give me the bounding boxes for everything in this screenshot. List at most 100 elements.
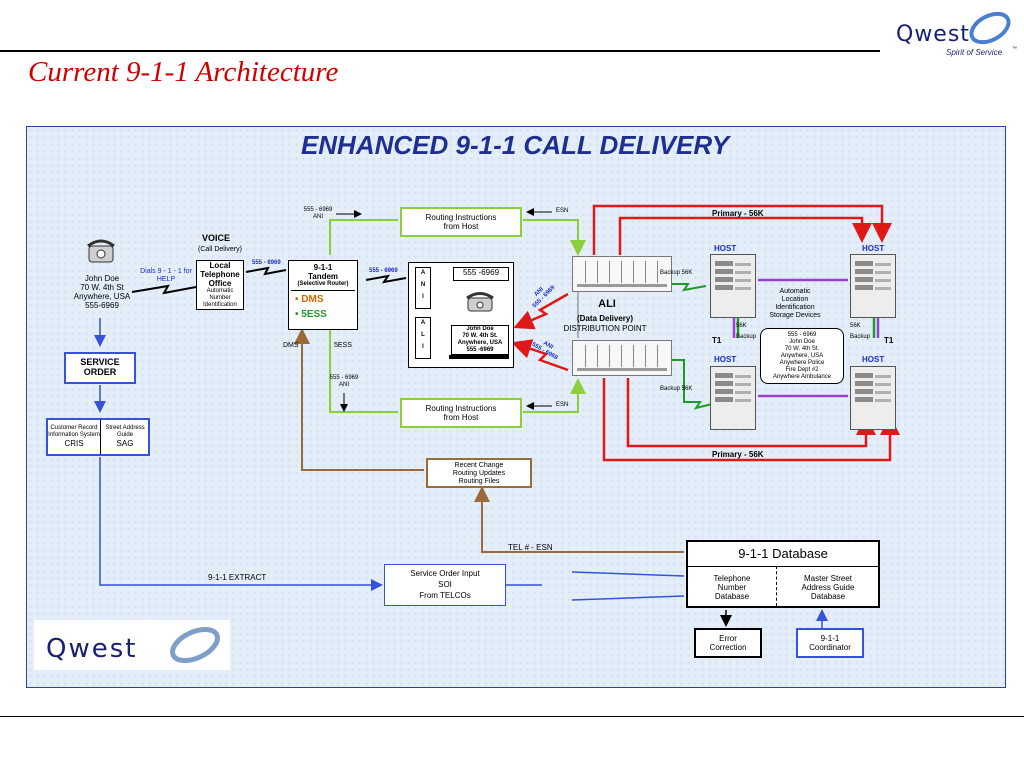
- local-telephone-office: Local Telephone Office Automatic Number …: [196, 260, 244, 310]
- ani-bottom-label: 555 - 6969 ANI: [326, 375, 362, 389]
- ali-display-line1: John Doe: [466, 326, 494, 332]
- ali-display-line4: 555 -6969: [466, 347, 494, 353]
- lto-line2: Telephone: [200, 270, 240, 279]
- caller-address1: 70 W. 4th St: [80, 283, 124, 292]
- tandem-line1: 9-1-1: [313, 263, 333, 272]
- logo-swoosh-icon: [969, 11, 1011, 45]
- ali-letter-l: L: [421, 332, 425, 338]
- storage-record: 555 - 6969 John Doe 70 W. 4th St. Anywhe…: [760, 328, 844, 384]
- sag-small2: Guide: [116, 432, 133, 438]
- error-correction-box: Error Correction: [694, 628, 762, 658]
- ali-sub2: DISTRIBUTION POINT: [563, 324, 647, 333]
- k56-right-label: 56K: [850, 323, 861, 329]
- psap-console: A N I A L I 555 -6969 John Doe 70 W. 4th…: [408, 262, 514, 368]
- backup-right-label: Backup: [850, 334, 871, 340]
- routing-instructions-top: Routing Instructions from Host: [400, 207, 522, 237]
- error-line1: Error: [719, 634, 737, 643]
- dial-label: Dials 9 - 1 - 1 for HELP: [140, 268, 192, 283]
- lto-tandem-number: 555 - 6969: [252, 260, 281, 266]
- caller-info: John Doe 70 W. 4th St Anywhere, USA 555-…: [62, 274, 142, 310]
- host-server-bottom-right: [850, 366, 896, 430]
- call-delivery-label: (Call Delivery): [198, 246, 242, 253]
- top-rule: [0, 50, 880, 52]
- caller-name: John Doe: [84, 274, 120, 283]
- qwest-logo-top: Qwest Spirit of Service ™: [888, 8, 1018, 64]
- slide-title: Current 9-1-1 Architecture: [28, 56, 339, 88]
- database-box: 9-1-1 Database Telephone Number Database…: [686, 540, 880, 608]
- record-line2: John Doe: [789, 339, 815, 345]
- primary-top-outer-line: [592, 204, 892, 255]
- ani-bottom-number: 555 - 6969: [329, 375, 359, 381]
- logo-tagline: Spirit of Service: [946, 48, 1003, 57]
- tandem-dms: • DMS: [295, 294, 324, 305]
- ani-display: 555 -6969: [453, 267, 509, 281]
- primary-bottom-label: Primary - 56K: [712, 450, 764, 459]
- t1-left-label: T1: [712, 336, 722, 345]
- tandem-router: 9-1-1 Tandem (Selective Router) • DMS • …: [288, 260, 358, 330]
- tn-line1: Telephone: [713, 574, 751, 583]
- qwest-logo-bottom: Qwest: [34, 620, 230, 670]
- ali-display: John Doe 70 W. 4th St. Anywhere, USA 555…: [451, 325, 509, 355]
- routing-bottom-line1: Routing Instructions: [425, 404, 497, 413]
- ali-sub1: (Data Delivery): [576, 314, 634, 323]
- cris-cell: Customer Record Information System CRIS: [48, 420, 101, 454]
- cris-small2: Information System: [48, 432, 100, 438]
- lto-line3: Office: [208, 279, 232, 288]
- msag-line2: Address Guide: [801, 583, 855, 592]
- esn-bottom-label: ESN: [556, 402, 569, 408]
- ali-panel: A L I: [415, 317, 431, 359]
- tn-database: Telephone Number Database: [688, 574, 776, 601]
- host-server-bottom-left: [710, 366, 756, 430]
- telephone-icon: [87, 239, 115, 263]
- storage-line2: Location: [781, 296, 809, 303]
- ani-bottom-text: ANI: [338, 382, 349, 388]
- storage-label: Automatic Location Identification Storag…: [760, 288, 830, 320]
- tandem-line3: (Selective Router): [297, 281, 349, 287]
- host-server-top-right: [850, 254, 896, 318]
- ali-display-line2: 70 W. 4th St.: [462, 333, 498, 339]
- soi-line3: From TELCOs: [419, 591, 471, 600]
- ali-letter-a: A: [420, 320, 426, 326]
- ani-letter-a: A: [420, 270, 426, 276]
- recent-change-line2: Routing Updates: [452, 470, 506, 477]
- esn-top-label: ESN: [556, 208, 569, 214]
- recent-change-line1: Recent Change: [454, 462, 504, 469]
- ali-letter-i: I: [422, 344, 424, 350]
- record-line3: 70 W. 4th St.: [784, 346, 820, 352]
- cris-sag-box: Customer Record Information System CRIS …: [46, 418, 150, 456]
- primary-top-label: Primary - 56K: [712, 209, 764, 218]
- lto-sub3: Identification: [203, 302, 237, 308]
- backup-left-label: Backup: [736, 334, 757, 340]
- tandem-psap-number: 555 - 6969: [369, 268, 398, 274]
- service-order-box: SERVICE ORDER: [64, 352, 136, 384]
- sag-big: SAG: [116, 439, 134, 448]
- record-line7: Anywhere Ambulance: [772, 374, 832, 380]
- primary-top-inner-line: [618, 216, 872, 255]
- k56-left-label: 56K: [736, 323, 747, 329]
- tandem-5ess: • 5ESS: [295, 309, 327, 320]
- caller-phone: 555-6969: [85, 301, 119, 310]
- tandem-line2: Tandem: [307, 272, 339, 281]
- voice-label: VOICE: [202, 233, 231, 243]
- caller-trunk-line: [131, 284, 197, 295]
- soi-line2: SOI: [438, 580, 452, 589]
- routing-top-line2: from Host: [443, 222, 479, 231]
- backup-top-line: [672, 283, 707, 292]
- routing-instructions-bottom: Routing Instructions from Host: [400, 398, 522, 428]
- routing-bottom-right-line: [523, 378, 586, 413]
- tandem-psap-line: [365, 274, 407, 284]
- host-label-3: HOST: [714, 355, 737, 364]
- cris-big: CRIS: [64, 439, 84, 448]
- backup-bottom-label: Backup 56K: [660, 386, 693, 392]
- service-order-line2: ORDER: [83, 367, 117, 377]
- ali-title: ALI: [598, 298, 616, 310]
- ani-letter-n: N: [420, 282, 426, 288]
- ani-top-text: ANI: [312, 214, 323, 220]
- lto-tandem-line: [245, 266, 287, 276]
- ali-rack-top: [572, 256, 672, 292]
- ani-letter-i: I: [422, 294, 424, 300]
- database-title: 9-1-1 Database: [738, 546, 828, 561]
- ani-panel: A N I: [415, 267, 431, 309]
- sag-small1: Street Address: [105, 425, 145, 431]
- host-server-top-left: [710, 254, 756, 318]
